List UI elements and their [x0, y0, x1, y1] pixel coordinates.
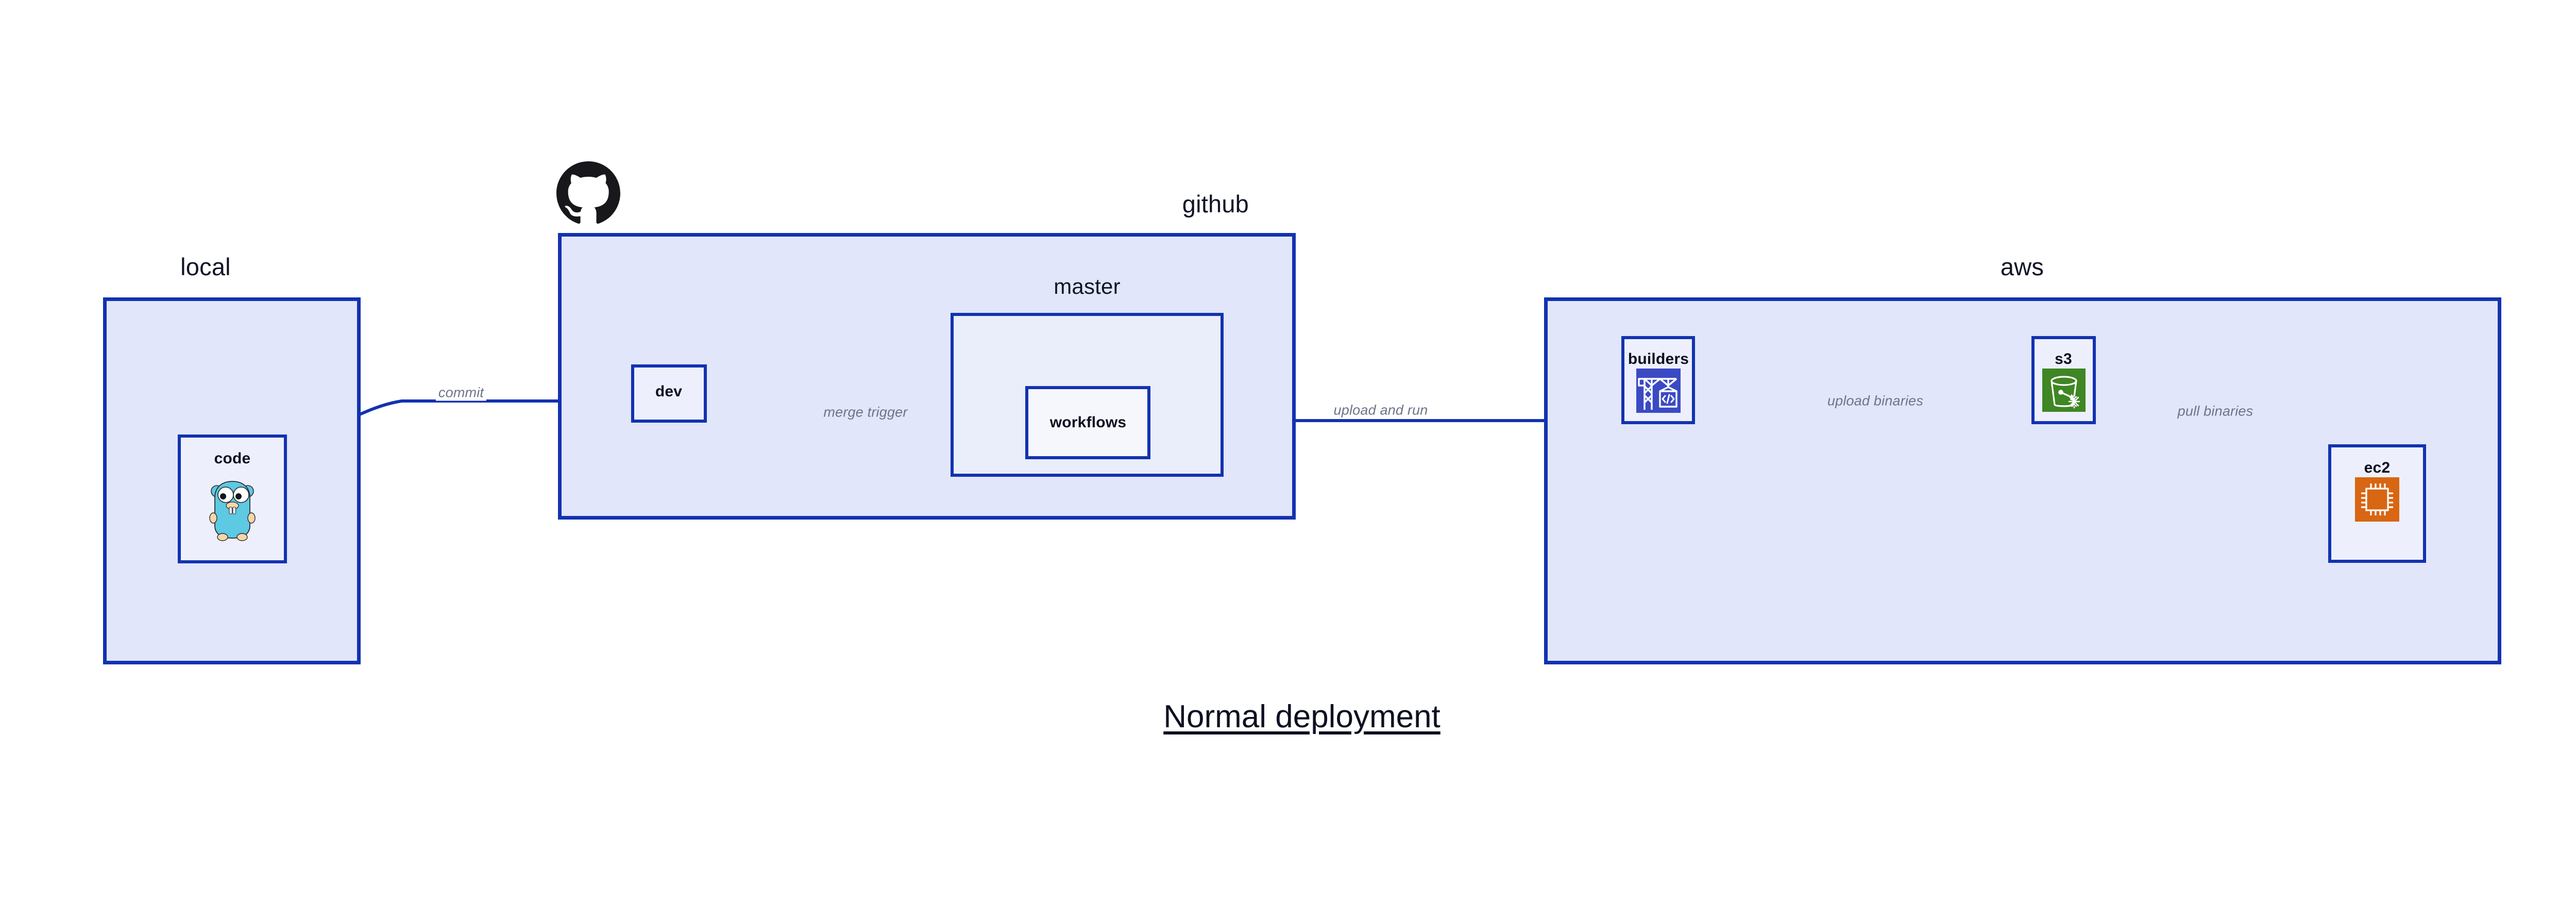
diagram-title: Normal deployment: [1163, 699, 1440, 734]
node-dev-label: dev: [655, 383, 683, 400]
aws-s3-icon: [2042, 369, 2086, 412]
node-builders-label: builders: [1628, 350, 1689, 368]
node-code[interactable]: [178, 435, 287, 563]
github-octocat-icon: [556, 161, 620, 225]
node-s3-label: s3: [2055, 350, 2072, 368]
aws-builders-icon: [1636, 369, 1681, 413]
group-github-label: github: [1182, 190, 1249, 218]
aws-ec2-icon: [2355, 477, 2399, 522]
edge-upload-and-run-label: upload and run: [1331, 402, 1431, 419]
node-workflows[interactable]: [1025, 386, 1150, 459]
go-gopher-icon: [208, 474, 257, 541]
node-ec2-box[interactable]: [2328, 444, 2426, 563]
edge-commit-label: commit: [435, 385, 487, 401]
group-local-label: local: [180, 253, 231, 280]
node-code-label: code: [214, 450, 251, 467]
edge-merge-trigger-label: merge trigger: [821, 404, 910, 421]
node-ec2-label: ec2: [2364, 459, 2391, 476]
subgroup-master-label: master: [1054, 274, 1121, 298]
node-workflows-label: workflows: [1049, 414, 1127, 431]
node-dev[interactable]: [631, 364, 707, 423]
edge-pull-binaries-label: pull binaries: [2175, 403, 2256, 420]
group-aws-label: aws: [2000, 253, 2044, 280]
edge-upload-binaries-label: upload binaries: [1824, 393, 1926, 409]
